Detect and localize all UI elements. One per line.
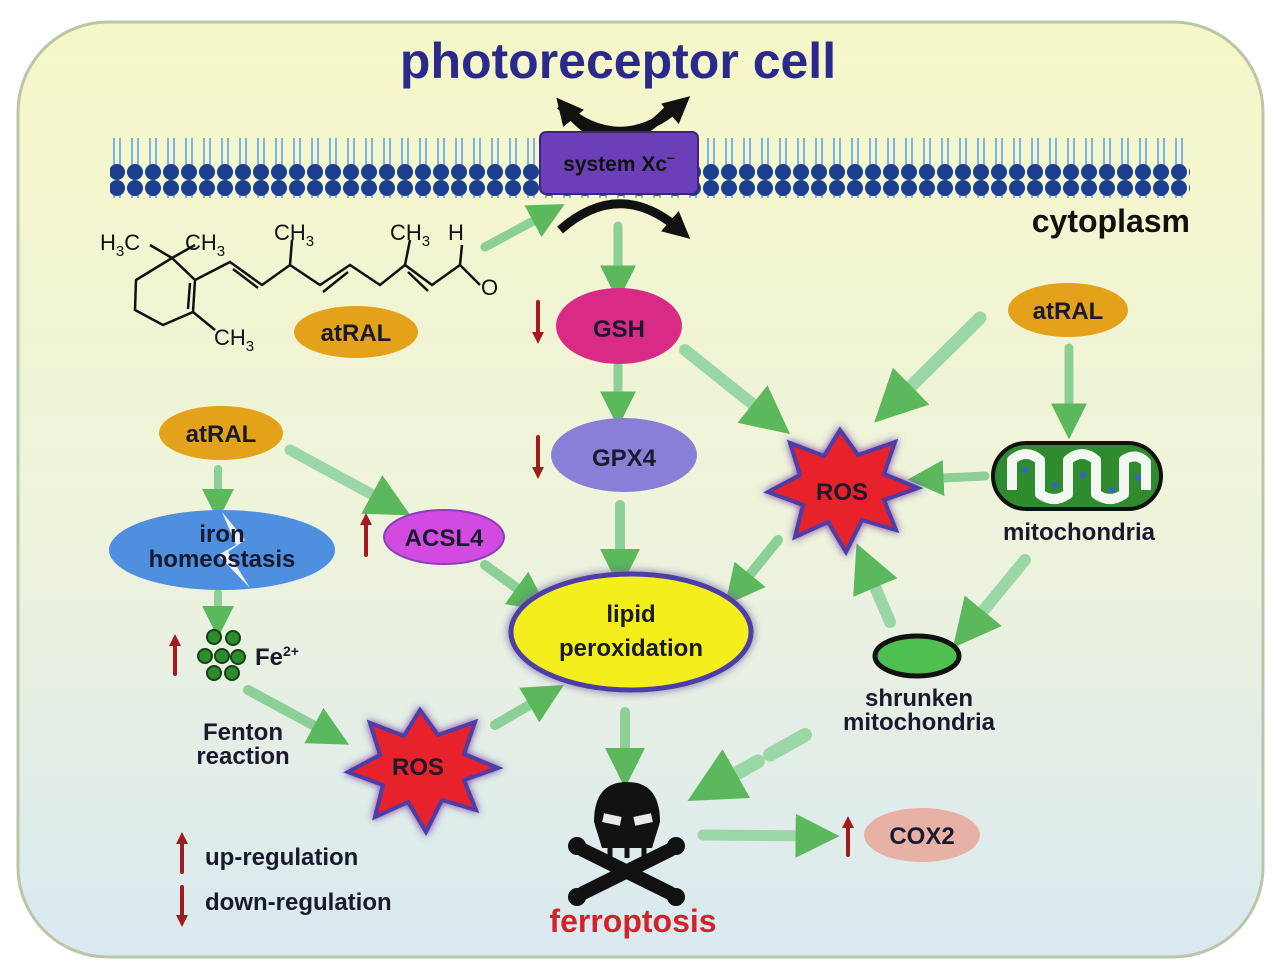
cox2-label: COX2 [889, 823, 954, 850]
cox2-node: COX2 [864, 808, 980, 862]
legend-down-label: down-regulation [205, 889, 392, 916]
fe-node: Fe2+ [197, 629, 299, 681]
atral-left-label: atRAL [186, 421, 257, 448]
iron-homeostasis-node: iron homeostasis [109, 510, 335, 590]
lipid-label-line2: peroxidation [559, 635, 703, 662]
atral-atom-labels: H3C CH3 CH3 CH3 H O CH3 [100, 220, 498, 355]
atom-h: H [100, 230, 116, 255]
atom-sub: 3 [246, 338, 254, 355]
atral-molecule-node: atRAL [294, 306, 418, 358]
mitochondria-node: mitochondria [991, 441, 1163, 546]
atom-c: C [124, 230, 140, 255]
gsh-node: GSH [556, 288, 682, 364]
atom-h: H [448, 220, 464, 245]
atom-o: O [481, 275, 498, 300]
ros-lower-node: ROS [343, 706, 504, 837]
svg-text:CH3: CH3 [185, 230, 225, 260]
atom-sub: 3 [116, 243, 124, 260]
iron-label-line1: iron [199, 521, 244, 548]
gpx4-node: GPX4 [551, 418, 697, 492]
fe-label: Fe [255, 644, 283, 671]
ros-lower-label: ROS [392, 754, 444, 781]
acsl4-node: ACSL4 [383, 509, 505, 565]
shrunken-label-line1: shrunken [865, 685, 973, 712]
cytoplasm-label: cytoplasm [1032, 203, 1190, 239]
atom-ch: CH [274, 220, 306, 245]
ros-upper-node: ROS [763, 426, 924, 557]
atral-right-label: atRAL [1033, 298, 1104, 325]
svg-text:CH3: CH3 [390, 220, 430, 250]
gsh-label: GSH [593, 316, 645, 343]
ros-upper-label: ROS [816, 479, 868, 506]
fenton-label-line2: reaction [196, 743, 289, 770]
atral-structure [133, 239, 481, 331]
legend-up-label: up-regulation [205, 844, 358, 871]
transporter-superscript: – [667, 149, 675, 165]
legend: up-regulation down-regulation [205, 844, 392, 916]
iron-label-line2: homeostasis [149, 546, 296, 573]
mitochondria-label: mitochondria [1003, 519, 1156, 546]
shrunken-mitochondria-node: shrunken mitochondria [843, 633, 996, 736]
skull-icon [568, 782, 685, 906]
atral-right-node: atRAL [1008, 283, 1128, 337]
atom-ch: CH [185, 230, 217, 255]
ferroptosis-label: ferroptosis [549, 903, 716, 939]
atral-left-node: atRAL [159, 406, 283, 460]
svg-text:Fe2+: Fe2+ [255, 643, 299, 671]
pathway-arrows [202, 204, 1087, 858]
atom-sub: 3 [217, 243, 225, 260]
atral-molecule-label: atRAL [321, 320, 392, 347]
svg-text:system Xc–: system Xc– [563, 149, 675, 176]
diagram-title: photoreceptor cell [400, 33, 836, 89]
gpx4-label: GPX4 [592, 445, 657, 472]
atom-ch: CH [390, 220, 422, 245]
svg-text:CH3: CH3 [274, 220, 314, 250]
svg-text:CH3: CH3 [214, 325, 254, 355]
atom-sub: 3 [422, 233, 430, 250]
system-xc-transporter: system Xc– [539, 96, 699, 239]
svg-text:H3C: H3C [100, 230, 140, 260]
atom-ch: CH [214, 325, 246, 350]
fenton-label-line1: Fenton [203, 719, 283, 746]
acsl4-label: ACSL4 [405, 525, 484, 552]
fe-superscript: 2+ [283, 643, 299, 659]
transporter-label: system Xc [563, 153, 667, 176]
shrunken-label-line2: mitochondria [843, 709, 996, 736]
regulation-arrows [169, 300, 854, 927]
atom-sub: 3 [306, 233, 314, 250]
lipid-peroxidation-node: lipid peroxidation [508, 571, 754, 693]
lipid-label-line1: lipid [606, 601, 655, 628]
